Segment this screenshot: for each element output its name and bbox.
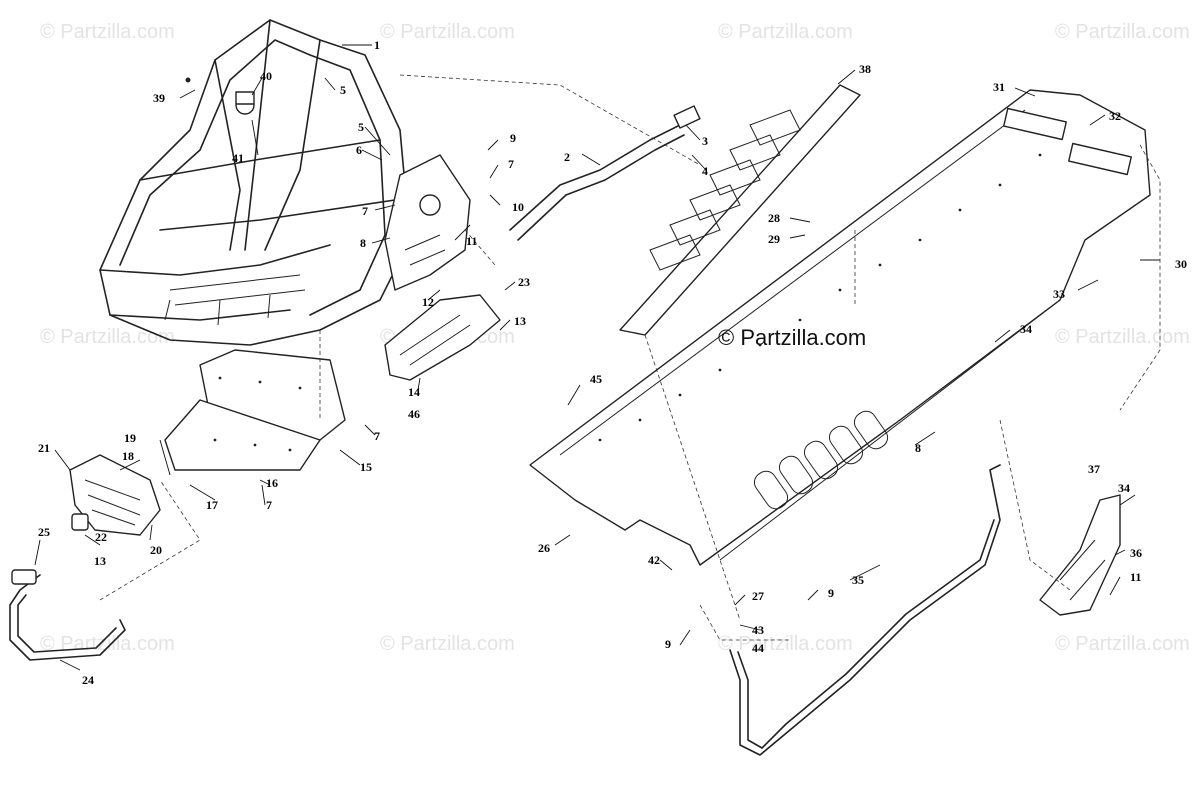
footrest-bracket	[69, 454, 161, 536]
callout-label: 15	[360, 460, 372, 474]
watermark: © Partzilla.com	[1055, 633, 1190, 655]
callout-label: 5	[358, 120, 364, 134]
callout-label: 37	[1088, 462, 1100, 476]
callout-layer: 1 2 3 4 5 5 6 7 7 7 7 8 8 9 9 9 10 11 11…	[38, 38, 1187, 687]
callout-label: 23	[518, 275, 530, 289]
callout-label: 34	[1118, 481, 1130, 495]
front-bumper	[9, 569, 126, 661]
callout-label: 7	[362, 204, 368, 218]
watermark: © Partzilla.com	[40, 326, 175, 348]
callout-label: 4	[702, 164, 708, 178]
callout-label: 13	[514, 314, 526, 328]
callout-label: 28	[768, 211, 780, 225]
callout-label: 30	[1175, 257, 1187, 271]
rear-bumper	[729, 464, 1001, 756]
watermark: © Partzilla.com	[1055, 326, 1190, 348]
callout-label: 22	[95, 530, 107, 544]
callout-label: 3	[702, 134, 708, 148]
callout-label: 8	[360, 236, 366, 250]
callout-label: 34	[1020, 322, 1032, 336]
callout-label: 25	[38, 525, 50, 539]
rear-bracket	[1039, 494, 1121, 616]
callout-label: 21	[38, 441, 50, 455]
callout-label: 42	[648, 553, 660, 567]
callout-label: 24	[82, 673, 94, 687]
callout-label: 38	[859, 62, 871, 76]
callout-label: 8	[915, 441, 921, 455]
callout-label: 9	[828, 586, 834, 600]
callout-label: 11	[1130, 570, 1141, 584]
callout-label: 13	[94, 554, 106, 568]
snow-flap-rack	[619, 84, 861, 336]
callout-label: 5	[340, 83, 346, 97]
watermark: © Partzilla.com	[718, 21, 853, 43]
callout-label: 26	[538, 541, 550, 555]
callout-label: 32	[1109, 109, 1121, 123]
callout-label: 14	[408, 385, 420, 399]
callout-label: 35	[852, 573, 864, 587]
tunnel	[529, 89, 1151, 566]
callout-label: 41	[232, 151, 244, 165]
callout-label: 11	[466, 234, 477, 248]
belly-pan	[164, 349, 346, 471]
callout-label: 29	[768, 232, 780, 246]
callout-label: 19	[124, 431, 136, 445]
callout-label: 36	[1130, 546, 1142, 560]
watermark: © Partzilla.com	[1055, 21, 1190, 43]
callout-label: 46	[408, 407, 420, 421]
frame-assembly	[99, 19, 411, 346]
callout-label: 7	[508, 157, 514, 171]
callout-label: 7	[266, 498, 272, 512]
callout-label: 20	[150, 543, 162, 557]
callout-label: 12	[422, 295, 434, 309]
callout-label: 6	[356, 143, 362, 157]
callout-label: 31	[993, 80, 1005, 94]
watermark-center: © Partzilla.com	[718, 325, 866, 350]
callout-label: 16	[266, 476, 278, 490]
callout-label: 2	[564, 150, 570, 164]
callout-label: 10	[512, 200, 524, 214]
leader-lines	[34, 44, 1161, 671]
callout-label: 27	[752, 589, 764, 603]
callout-label: 44	[752, 641, 764, 655]
callout-label: 17	[206, 498, 218, 512]
callout-label: 9	[665, 637, 671, 651]
watermark: © Partzilla.com	[40, 21, 175, 43]
callout-label: 7	[374, 429, 380, 443]
callout-label: 40	[260, 69, 272, 83]
callout-label: 43	[752, 623, 764, 637]
steering-post	[509, 105, 701, 241]
callout-label: 45	[590, 372, 602, 386]
bracket-plate	[384, 154, 471, 291]
callout-label: 33	[1053, 287, 1065, 301]
callout-label: 9	[510, 131, 516, 145]
watermark: © Partzilla.com	[380, 21, 515, 43]
watermark: © Partzilla.com	[380, 633, 515, 655]
heat-shield	[384, 294, 501, 381]
callout-label: 1	[374, 38, 380, 52]
callout-label: 18	[122, 449, 134, 463]
callout-label: 39	[153, 91, 165, 105]
watermark: © Partzilla.com	[718, 633, 853, 655]
